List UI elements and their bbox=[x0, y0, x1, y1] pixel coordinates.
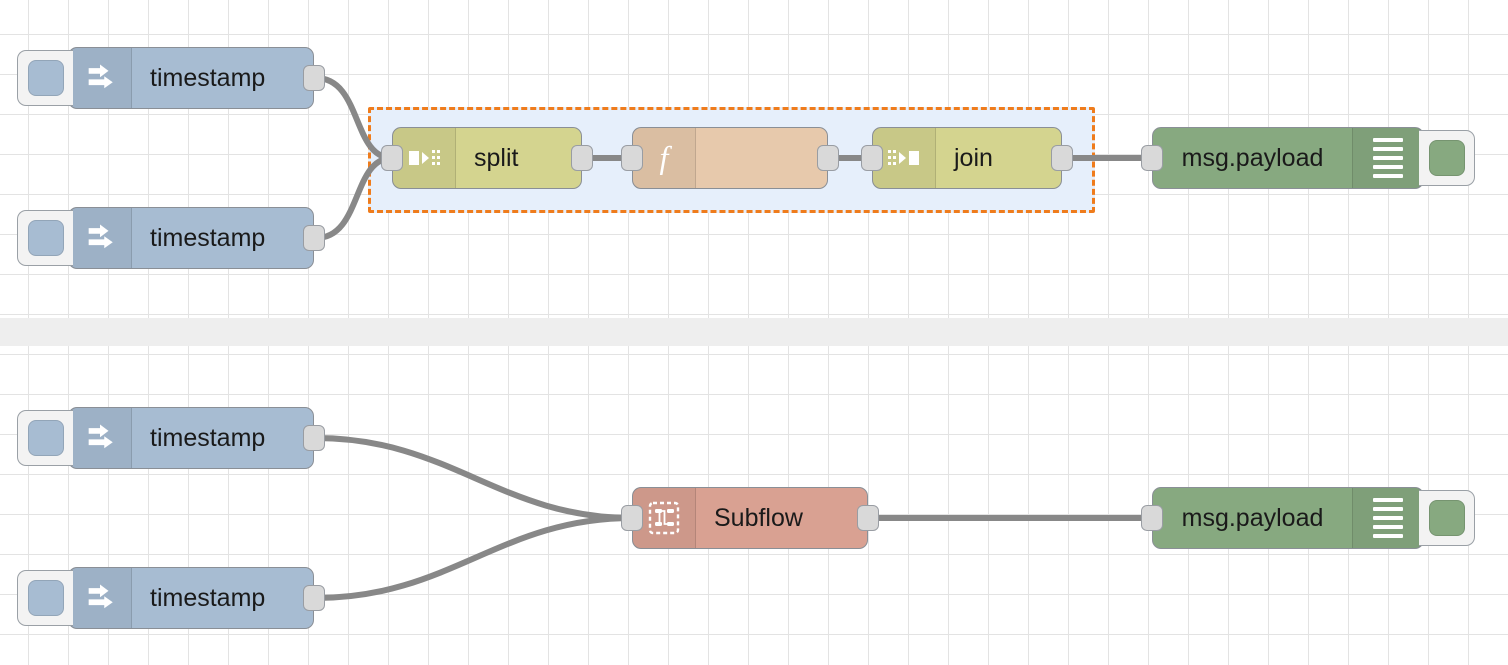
join-icon bbox=[873, 128, 936, 188]
output-port[interactable] bbox=[1051, 145, 1073, 171]
inject-arrow-icon bbox=[69, 408, 132, 468]
output-port[interactable] bbox=[303, 425, 325, 451]
output-port[interactable] bbox=[817, 145, 839, 171]
inject-button[interactable] bbox=[17, 50, 73, 106]
subflow-icon bbox=[633, 488, 696, 548]
output-port[interactable] bbox=[571, 145, 593, 171]
node-inject-timestamp-2[interactable]: timestamp bbox=[17, 207, 325, 269]
node-inject-timestamp-3[interactable]: timestamp bbox=[17, 407, 325, 469]
input-port[interactable] bbox=[861, 145, 883, 171]
function-f-icon: f bbox=[633, 128, 696, 188]
node-label: split bbox=[474, 143, 519, 172]
node-label bbox=[696, 128, 827, 188]
inject-button[interactable] bbox=[17, 210, 73, 266]
flow-divider bbox=[0, 318, 1508, 346]
node-label: msg.payload bbox=[1181, 503, 1324, 532]
input-port[interactable] bbox=[621, 145, 643, 171]
node-debug-2[interactable]: msg.payload bbox=[1141, 487, 1475, 549]
input-port[interactable] bbox=[1141, 505, 1163, 531]
node-inject-timestamp-4[interactable]: timestamp bbox=[17, 567, 325, 629]
node-join[interactable]: join bbox=[861, 127, 1073, 189]
input-port[interactable] bbox=[1141, 145, 1163, 171]
inject-arrow-icon bbox=[69, 568, 132, 628]
node-subflow[interactable]: Subflow bbox=[621, 487, 879, 549]
node-split[interactable]: split bbox=[381, 127, 593, 189]
node-label: Subflow bbox=[714, 503, 803, 532]
debug-toggle-button[interactable] bbox=[1419, 490, 1475, 546]
output-port[interactable] bbox=[857, 505, 879, 531]
output-port[interactable] bbox=[303, 225, 325, 251]
node-label: join bbox=[954, 143, 993, 172]
debug-lines-icon bbox=[1352, 128, 1423, 188]
input-port[interactable] bbox=[381, 145, 403, 171]
output-port[interactable] bbox=[303, 585, 325, 611]
node-label: timestamp bbox=[150, 583, 266, 612]
svg-text:f: f bbox=[660, 139, 673, 175]
node-function[interactable]: f bbox=[621, 127, 839, 189]
inject-button[interactable] bbox=[17, 410, 73, 466]
inject-arrow-icon bbox=[69, 208, 132, 268]
node-label: msg.payload bbox=[1181, 143, 1324, 172]
node-label: timestamp bbox=[150, 423, 266, 452]
input-port[interactable] bbox=[621, 505, 643, 531]
node-debug-1[interactable]: msg.payload bbox=[1141, 127, 1475, 189]
node-label: timestamp bbox=[150, 63, 266, 92]
output-port[interactable] bbox=[303, 65, 325, 91]
debug-lines-icon bbox=[1352, 488, 1423, 548]
node-label: timestamp bbox=[150, 223, 266, 252]
wire-inject3-subflow bbox=[313, 435, 635, 521]
wire-inject4-subflow bbox=[313, 515, 635, 601]
inject-button[interactable] bbox=[17, 570, 73, 626]
debug-toggle-button[interactable] bbox=[1419, 130, 1475, 186]
inject-arrow-icon bbox=[69, 48, 132, 108]
split-icon bbox=[393, 128, 456, 188]
node-inject-timestamp-1[interactable]: timestamp bbox=[17, 47, 325, 109]
